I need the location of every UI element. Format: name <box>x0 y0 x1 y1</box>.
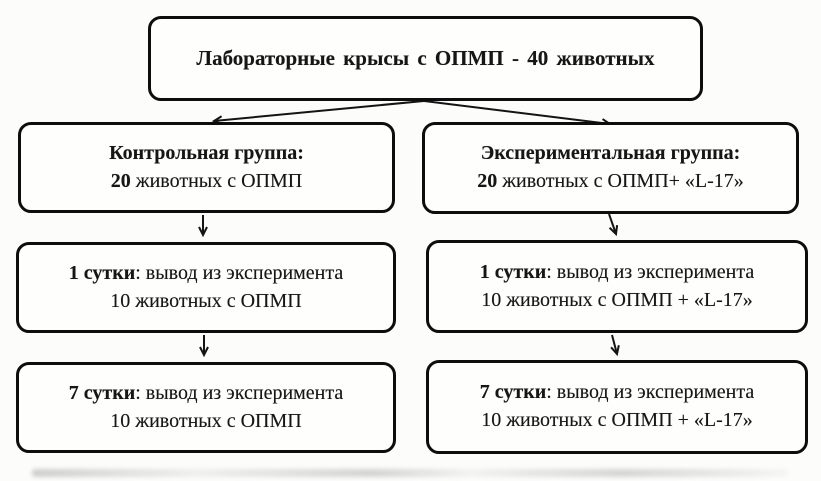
control-group-title: Контрольная группа: <box>109 140 304 168</box>
experimental-day7-title: 7 сутки: вывод из эксперимента <box>480 379 755 407</box>
experimental-day7-action: : вывод из эксперимента <box>546 381 755 404</box>
experimental-day1-node: 1 сутки: вывод из эксперимента 10 животн… <box>426 240 808 333</box>
root-node: Лабораторные крысы с ОПМП - 40 животных <box>148 16 703 101</box>
control-day7-detail: 10 животных с ОПМП <box>110 408 301 436</box>
control-day1-detail: 10 животных с ОПМП <box>110 288 301 316</box>
experimental-day7-detail-text: 10 животных с ОПМП + «L-17» <box>481 409 753 431</box>
control-day1-node: 1 сутки: вывод из эксперимента 10 животн… <box>16 242 396 333</box>
experimental-group-node: Экспериментальная группа: 20 животных с … <box>422 122 799 214</box>
experimental-day7-detail: 10 животных с ОПМП + «L-17» <box>481 407 753 435</box>
arrow-experimental-group-to-day1 <box>608 213 619 237</box>
control-group-title-text: Контрольная группа: <box>109 141 304 164</box>
control-day7-label: 7 сутки <box>68 381 136 404</box>
experimental-day7-node: 7 сутки: вывод из эксперимента 10 животн… <box>426 360 808 454</box>
scan-artifact <box>32 469 788 477</box>
experimental-day1-detail-text: 10 животных с ОПМП + «L-17» <box>481 288 753 311</box>
experimental-day1-detail: 10 животных с ОПМП + «L-17» <box>481 287 753 315</box>
control-group-count-rest: животных с ОПМП <box>130 169 303 192</box>
arrow-experimental-day1-to-day7 <box>610 334 620 357</box>
experimental-group-title-text: Экспериментальная группа: <box>480 142 741 165</box>
control-group-node: Контрольная группа: 20 животных с ОПМП <box>18 122 395 213</box>
root-label: Лабораторные крысы с ОПМП - 40 животных <box>196 44 654 73</box>
control-group-count: 20 <box>110 169 131 192</box>
arrow-root-to-control <box>211 97 456 126</box>
control-day7-title: 7 сутки: вывод из эксперимента <box>69 380 344 408</box>
control-day1-label: 1 сутки <box>68 261 136 284</box>
control-group-detail: 20 животных с ОПМП <box>111 168 302 196</box>
experimental-group-count-rest: животных с ОПМП+ «L-17» <box>497 170 744 192</box>
experimental-day1-label: 1 сутки <box>479 260 547 283</box>
control-day7-action: : вывод из эксперимента <box>135 381 344 404</box>
control-day7-detail-text: 10 животных с ОПМП <box>110 409 302 432</box>
experimental-day1-action: : вывод из эксперимента <box>546 260 755 283</box>
experimental-day7-label: 7 сутки <box>479 381 547 404</box>
control-day1-title: 1 сутки: вывод из эксперимента <box>69 260 344 288</box>
control-day1-action: : вывод из эксперимента <box>135 261 344 284</box>
experimental-group-count: 20 <box>477 170 498 192</box>
root-label-text: Лабораторные крысы с ОПМП - 40 животных <box>196 46 655 71</box>
experimental-group-detail: 20 животных с ОПМП+ «L-17» <box>477 168 744 196</box>
experimental-day1-title: 1 сутки: вывод из эксперимента <box>480 259 755 287</box>
experimental-group-title: Экспериментальная группа: <box>481 140 741 168</box>
control-day7-node: 7 сутки: вывод из эксперимента 10 животн… <box>16 362 396 453</box>
arrow-root-to-experimental <box>399 97 613 128</box>
control-day1-detail-text: 10 животных с ОПМП <box>110 289 302 312</box>
